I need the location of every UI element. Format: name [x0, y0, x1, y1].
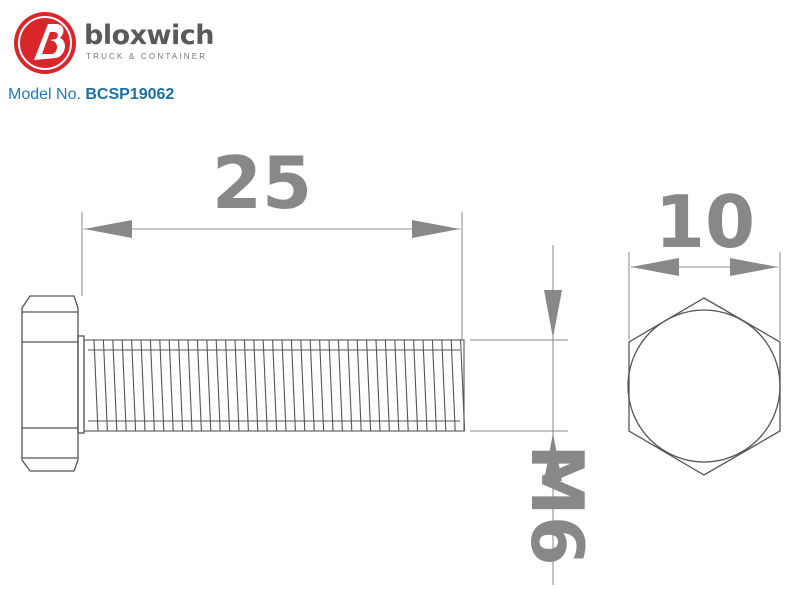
thread-line — [206, 339, 212, 432]
thread-line — [234, 339, 240, 432]
thread-lines — [93, 339, 466, 432]
model-line: Model No. BCSP19062 — [8, 86, 174, 104]
thread-line — [168, 339, 174, 432]
thread-line — [413, 339, 419, 432]
thread-line — [93, 339, 99, 432]
thread-line — [196, 339, 202, 432]
thread-line — [187, 339, 193, 432]
thread-line — [131, 339, 137, 432]
bolt-head-end — [627, 297, 781, 476]
thread-line — [460, 339, 466, 432]
bloxwich-logo-icon — [14, 12, 76, 74]
model-number: BCSP19062 — [85, 86, 175, 103]
thread-line — [394, 339, 400, 432]
thread-line — [403, 339, 409, 432]
thread-line — [422, 339, 428, 432]
length-dimension: 25 — [81, 141, 463, 340]
thread-line — [262, 339, 268, 432]
thread-line — [328, 339, 334, 432]
thread-line — [347, 339, 353, 432]
thread-line — [356, 339, 362, 432]
thread-line — [441, 339, 447, 432]
thread-line — [149, 339, 155, 432]
thread-line — [431, 339, 437, 432]
thread-line — [309, 339, 315, 432]
thread-line — [102, 339, 108, 432]
thread-line — [215, 339, 221, 432]
across-flats-dimension: 10 — [628, 180, 781, 340]
thread-line — [366, 339, 372, 432]
bolt-head-side — [21, 295, 85, 472]
thread-line — [121, 339, 127, 432]
thread-line — [300, 339, 306, 432]
thread-line — [281, 339, 287, 432]
thread-line — [375, 339, 381, 432]
thread-line — [140, 339, 146, 432]
model-label: Model No. — [8, 86, 81, 103]
across-flats-label: 10 — [655, 180, 755, 264]
thread-dimension: M6 — [470, 245, 599, 585]
length-dimension-label: 25 — [212, 141, 312, 225]
thread-line — [337, 339, 343, 432]
thread-line — [319, 339, 325, 432]
thread-line — [290, 339, 296, 432]
thread-line — [243, 339, 249, 432]
brand-name: bloxwich — [84, 20, 214, 51]
thread-line — [450, 339, 456, 432]
bolt-shank-side — [83, 339, 466, 432]
thread-line — [112, 339, 118, 432]
thread-line — [225, 339, 231, 432]
thread-line — [159, 339, 165, 432]
thread-line — [384, 339, 390, 432]
thread-line — [178, 339, 184, 432]
thread-dimension-label: M6 — [515, 444, 599, 566]
brand-tagline: TRUCK & CONTAINER — [86, 52, 208, 61]
thread-line — [272, 339, 278, 432]
thread-line — [253, 339, 259, 432]
